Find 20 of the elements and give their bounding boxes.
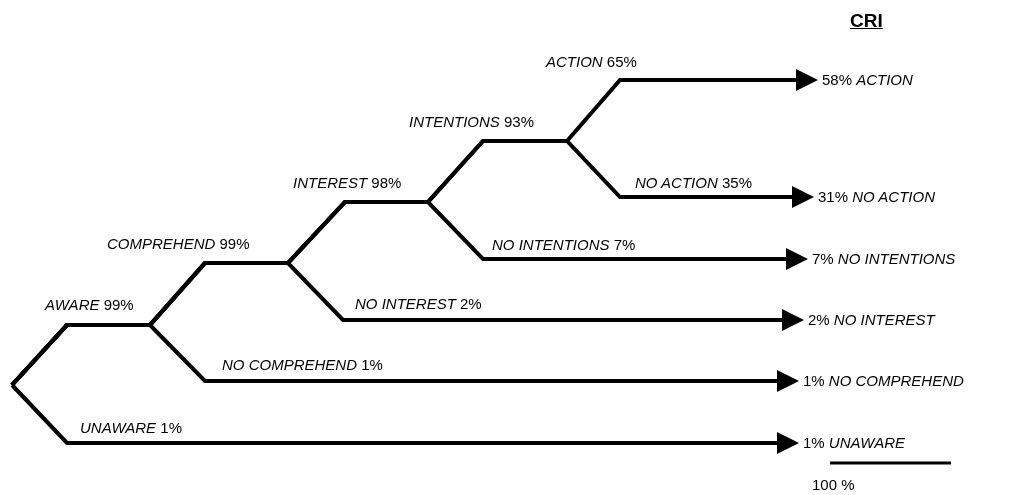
arrow <box>10 323 799 392</box>
branch-label: INTEREST 98% <box>293 174 402 192</box>
edge-label: NO COMPREHEND 1% <box>222 356 383 374</box>
outcome-label: 31% NO ACTION <box>818 188 935 206</box>
branch-label: INTENTIONS 93% <box>409 113 535 131</box>
total-label: 100 % <box>812 476 855 494</box>
branch-label: COMPREHEND 99% <box>107 235 250 253</box>
edge-label: NO INTEREST 2% <box>355 295 482 313</box>
outcome-label: 58% ACTION <box>822 71 913 89</box>
edge-label: NO INTENTIONS 7% <box>492 236 636 254</box>
edge-label: UNAWARE 1% <box>80 419 182 437</box>
outcome-label: 1% NO COMPREHEND <box>803 372 964 390</box>
edge-label: ACTION 65% <box>546 53 637 71</box>
edge-label: NO ACTION 35% <box>635 174 752 192</box>
outcome-label: 7% NO INTENTIONS <box>812 250 956 268</box>
arrow <box>10 383 799 454</box>
column-heading: CRI <box>850 10 883 32</box>
outcome-label: 2% NO INTEREST <box>808 311 935 329</box>
branch-label: AWARE 99% <box>45 296 134 314</box>
outcome-label: 1% UNAWARE <box>803 434 905 452</box>
